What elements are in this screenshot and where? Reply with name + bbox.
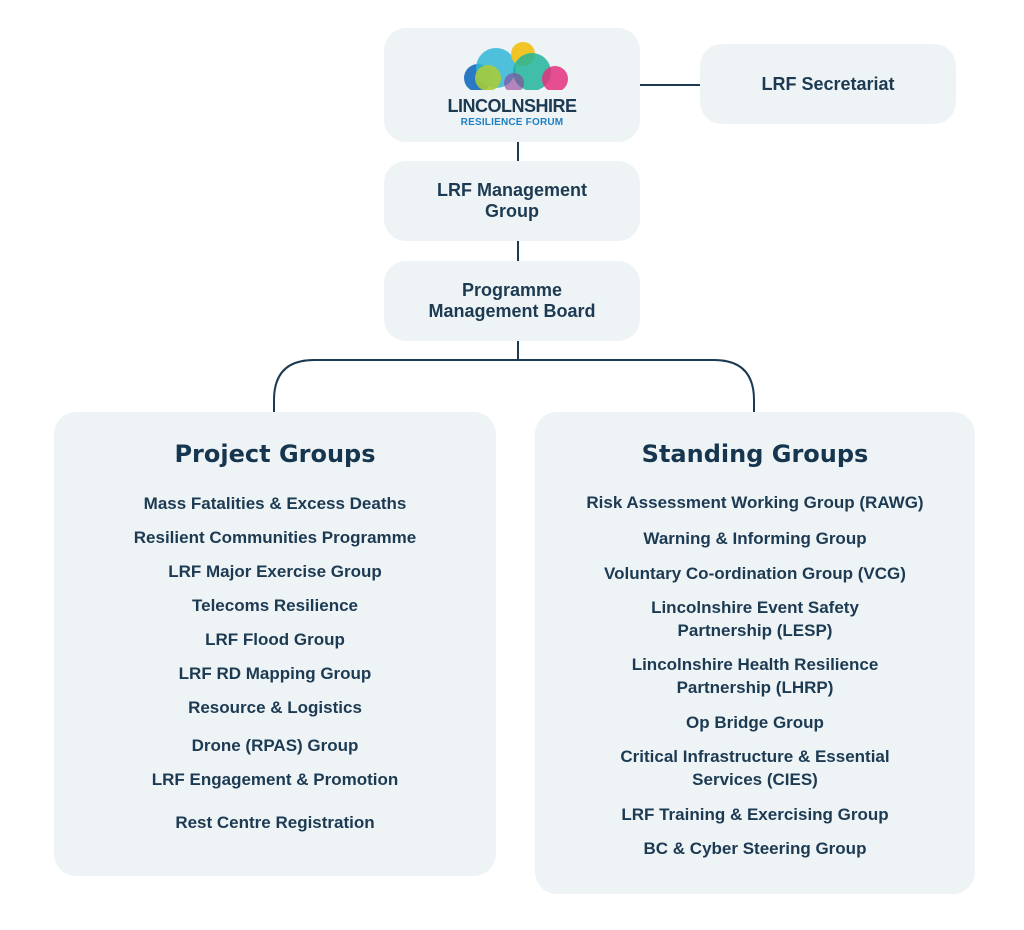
logo-blob-6 bbox=[504, 73, 524, 93]
logo-subtitle: RESILIENCE FORUM bbox=[460, 117, 564, 128]
standing-group-item-line: Partnership (LESP) bbox=[677, 621, 833, 640]
standing-group-item-line: Warning & Informing Group bbox=[643, 529, 867, 548]
management-label-line1: LRF Management bbox=[436, 180, 587, 200]
project-group-item: Mass Fatalities & Excess Deaths bbox=[143, 494, 407, 513]
standing-group-item: Risk Assessment Working Group (RAWG) bbox=[535, 491, 975, 514]
lrf-logo: LINCOLNSHIRE RESILIENCE FORUM bbox=[384, 28, 640, 142]
logo-blob-5 bbox=[542, 66, 568, 92]
project-groups-title: Project Groups bbox=[174, 440, 376, 468]
programme-management-board-node: Programme Management Board bbox=[384, 261, 640, 341]
lrf-logo-icon bbox=[462, 42, 568, 98]
standing-groups-panel: Standing Groups Risk Assessment Working … bbox=[535, 412, 975, 894]
project-group-item: LRF Major Exercise Group bbox=[168, 562, 382, 581]
project-groups-panel: Project Groups Mass Fatalities & Excess … bbox=[54, 412, 496, 876]
standing-group-item: BC & Cyber Steering Group bbox=[535, 837, 975, 860]
connector-branch bbox=[273, 359, 755, 412]
management-label-line2: Group bbox=[484, 201, 539, 221]
standing-group-item-line: Risk Assessment Working Group (RAWG) bbox=[586, 493, 924, 512]
lrf-logo-card: LINCOLNSHIRE RESILIENCE FORUM bbox=[384, 28, 640, 142]
project-group-item: Telecoms Resilience bbox=[192, 596, 358, 615]
lrf-secretariat-node: LRF Secretariat bbox=[700, 44, 956, 124]
standing-group-item: Voluntary Co-ordination Group (VCG) bbox=[535, 562, 975, 585]
standing-group-item-line: LRF Training & Exercising Group bbox=[621, 805, 889, 824]
project-group-item: LRF RD Mapping Group bbox=[178, 664, 372, 683]
standing-group-item-line: Critical Infrastructure & Essential bbox=[620, 747, 890, 766]
standing-group-item: Warning & Informing Group bbox=[535, 527, 975, 550]
standing-group-item-line: Voluntary Co-ordination Group (VCG) bbox=[604, 564, 906, 583]
standing-group-item-line: Partnership (LHRP) bbox=[676, 678, 834, 697]
logo-blob-2 bbox=[475, 65, 501, 91]
standing-group-item-line: Services (CIES) bbox=[692, 770, 818, 789]
project-group-item: Resilient Communities Programme bbox=[133, 528, 417, 547]
project-group-item: LRF Flood Group bbox=[205, 630, 345, 649]
standing-groups-title: Standing Groups bbox=[641, 440, 869, 468]
standing-group-item-line: Lincolnshire Event Safety bbox=[651, 598, 859, 617]
lrf-management-group-node: LRF Management Group bbox=[384, 161, 640, 241]
logo-baseline-mask bbox=[462, 90, 564, 98]
project-group-item: LRF Engagement & Promotion bbox=[151, 770, 399, 789]
programme-label-line2: Management Board bbox=[428, 301, 596, 321]
standing-group-item-line: Lincolnshire Health Resilience bbox=[631, 655, 879, 674]
standing-group-item: Op Bridge Group bbox=[535, 711, 975, 734]
project-group-item: Drone (RPAS) Group bbox=[191, 736, 359, 755]
project-group-item: Rest Centre Registration bbox=[175, 813, 375, 832]
project-group-item: Resource & Logistics bbox=[188, 698, 362, 717]
logo-title: LINCOLNSHIRE bbox=[447, 96, 578, 116]
programme-label-line1: Programme bbox=[461, 280, 563, 300]
lrf-secretariat-label: LRF Secretariat bbox=[761, 73, 895, 94]
standing-group-item-line: Op Bridge Group bbox=[686, 713, 824, 732]
standing-group-item: LRF Training & Exercising Group bbox=[535, 803, 975, 826]
standing-group-item-line: BC & Cyber Steering Group bbox=[643, 839, 867, 858]
